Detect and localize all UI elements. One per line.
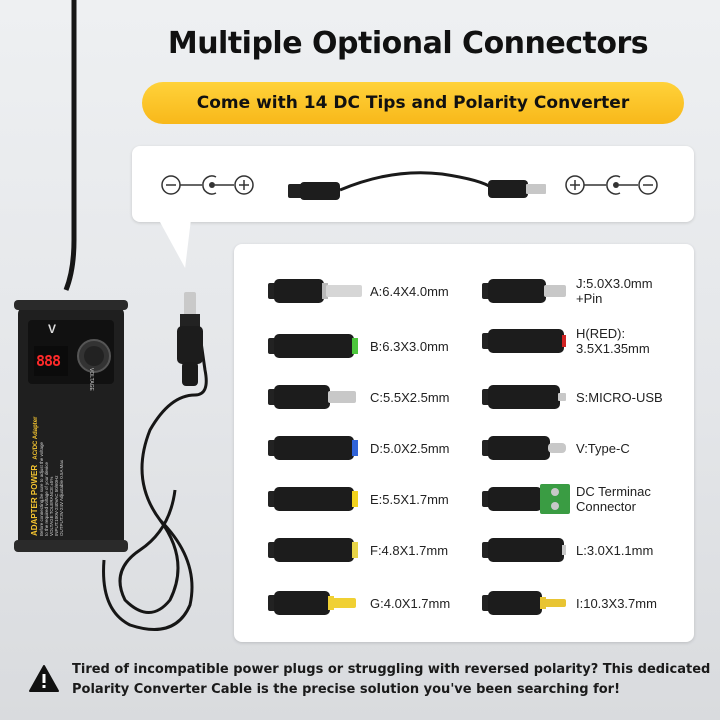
polarity-negative-center-icon xyxy=(161,175,254,195)
tip-j-image xyxy=(482,279,566,303)
tip-f-image xyxy=(268,538,358,562)
tip-a: A:6.4X4.0mm xyxy=(266,276,449,306)
tip-h-image xyxy=(482,329,566,353)
tip-i-image xyxy=(482,591,566,615)
tip-s-image xyxy=(482,385,566,409)
polarity-converter-card xyxy=(132,146,694,222)
adapter-display: 888 xyxy=(36,352,61,370)
tip-g-label: G:4.0X1.7mm xyxy=(370,595,451,611)
tip-i: I:10.3X3.7mm xyxy=(480,588,657,618)
dc-barrel-plug xyxy=(177,292,203,386)
tip-i-label: I:10.3X3.7mm xyxy=(576,595,657,611)
tip-h: H(RED):3.5X1.35mm xyxy=(480,326,650,356)
tip-b-label: B:6.3X3.0mm xyxy=(370,338,449,354)
tip-e-label: E:5.5X1.7mm xyxy=(370,491,449,507)
tip-c-label: C:5.5X2.5mm xyxy=(370,389,450,405)
tip-e-image xyxy=(268,487,358,511)
warning-icon xyxy=(29,665,59,692)
subtitle-banner: Come with 14 DC Tips and Polarity Conver… xyxy=(142,82,684,124)
tip-terminal-image xyxy=(482,484,570,514)
tip-v-label: V:Type-C xyxy=(576,440,630,456)
polarity-converter-cable-image xyxy=(288,171,546,200)
tip-d-label: D:5.0X2.5mm xyxy=(370,440,450,456)
adapter-brand: ADAPTER POWER xyxy=(30,464,39,536)
tip-d: D:5.0X2.5mm xyxy=(266,433,449,463)
tip-b: B:6.3X3.0mm xyxy=(266,331,449,361)
tip-j-label: J:5.0X3.0mm+Pin xyxy=(576,276,653,306)
page-title: Multiple Optional Connectors xyxy=(167,26,649,61)
tip-v-image xyxy=(482,436,566,460)
adapter-spec-4: OUTPUT:3V-24V Adjustable 0.5A Max xyxy=(59,459,64,536)
adapter-image xyxy=(14,300,128,552)
tip-v: V:Type-C xyxy=(480,433,630,463)
tip-j: J:5.0X3.0mm+Pin xyxy=(480,276,653,306)
dc-tips-card: A:6.4X4.0mm B:6.3X3.0mm C:5.5X2.5mm D:5.… xyxy=(234,244,694,642)
tip-h-label: H(RED):3.5X1.35mm xyxy=(576,326,650,356)
tip-b-image xyxy=(268,334,358,358)
adapter-unit: V xyxy=(48,322,57,336)
polarity-positive-center-icon xyxy=(565,175,658,195)
tip-l: L:3.0X1.1mm xyxy=(480,535,653,565)
tip-d-image xyxy=(268,436,358,460)
tip-s-label: S:MICRO-USB xyxy=(576,389,663,405)
tip-c-image xyxy=(268,385,356,409)
adapter-label-block: ADAPTER POWER AC/DC Adapter Before conne… xyxy=(30,376,110,536)
footer-line-1: Tired of incompatible power plugs or str… xyxy=(72,662,711,677)
tip-g-image xyxy=(268,591,356,615)
power-cord xyxy=(63,0,208,631)
tip-s: S:MICRO-USB xyxy=(480,382,663,412)
tip-f: F:4.8X1.7mm xyxy=(266,535,448,565)
tip-a-label: A:6.4X4.0mm xyxy=(370,283,449,299)
tip-c: C:5.5X2.5mm xyxy=(266,382,449,412)
tip-a-image xyxy=(268,279,362,303)
tip-e: E:5.5X1.7mm xyxy=(266,484,449,514)
tip-g: G:4.0X1.7mm xyxy=(266,588,450,618)
footer-text: Tired of incompatible power plugs or str… xyxy=(72,660,712,700)
footer: Tired of incompatible power plugs or str… xyxy=(0,650,720,720)
footer-line-2: Polarity Converter Cable is the precise … xyxy=(72,682,620,697)
tip-l-label: L:3.0X1.1mm xyxy=(576,542,654,558)
tip-f-label: F:4.8X1.7mm xyxy=(370,542,449,558)
tip-l-image xyxy=(482,538,566,562)
